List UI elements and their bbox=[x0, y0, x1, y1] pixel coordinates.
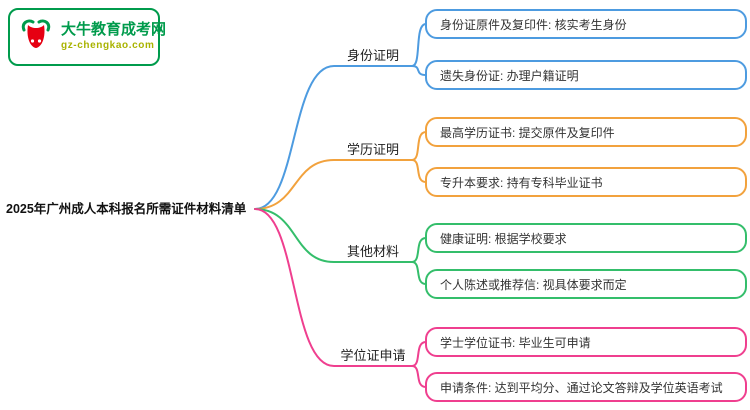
leaf-identity-original-copy: 身份证原件及复印件: 核实考生身份 bbox=[425, 9, 747, 39]
leaf-health-certificate: 健康证明: 根据学校要求 bbox=[425, 223, 747, 253]
site-name: 大牛教育成考网 bbox=[61, 21, 167, 39]
branch-line-education bbox=[254, 159, 413, 210]
leaf-highest-diploma: 最高学历证书: 提交原件及复印件 bbox=[425, 117, 747, 147]
branch-line-degree-child-1 bbox=[411, 341, 427, 367]
branch-line-identity-child-2 bbox=[411, 65, 427, 76]
site-url: gz-chengkao.com bbox=[61, 40, 155, 52]
branch-line-identity bbox=[254, 65, 413, 210]
leaf-bachelor-degree: 学士学位证书: 毕业生可申请 bbox=[425, 327, 747, 357]
branch-label-identity-proof: 身份证明 bbox=[346, 48, 399, 63]
branch-line-degree bbox=[254, 208, 413, 367]
leaf-degree-conditions: 申请条件: 达到平均分、通过论文答辩及学位英语考试 bbox=[425, 372, 747, 402]
branch-label-education-proof: 学历证明 bbox=[346, 142, 399, 157]
leaf-personal-statement: 个人陈述或推荐信: 视具体要求而定 bbox=[425, 269, 747, 299]
leaf-upgrade-requirement: 专升本要求: 持有专科毕业证书 bbox=[425, 167, 747, 197]
site-logo: 大牛教育成考网 gz-chengkao.com bbox=[8, 8, 166, 66]
bull-logo-icon bbox=[18, 17, 54, 58]
branch-line-education-child-1 bbox=[411, 131, 427, 161]
branch-label-other-materials: 其他材料 bbox=[346, 244, 399, 259]
branch-line-degree-child-2 bbox=[411, 365, 427, 388]
branch-label-degree-application: 学位证申请 bbox=[340, 348, 406, 363]
branch-line-identity-child-1 bbox=[411, 23, 427, 67]
branch-line-education-child-2 bbox=[411, 159, 427, 183]
root-topic: 2025年广州成人本科报名所需证件材料清单 bbox=[6, 202, 247, 216]
branch-line-other-child-2 bbox=[411, 261, 427, 285]
branch-line-other-child-1 bbox=[411, 237, 427, 263]
leaf-identity-lost: 遗失身份证: 办理户籍证明 bbox=[425, 60, 747, 90]
